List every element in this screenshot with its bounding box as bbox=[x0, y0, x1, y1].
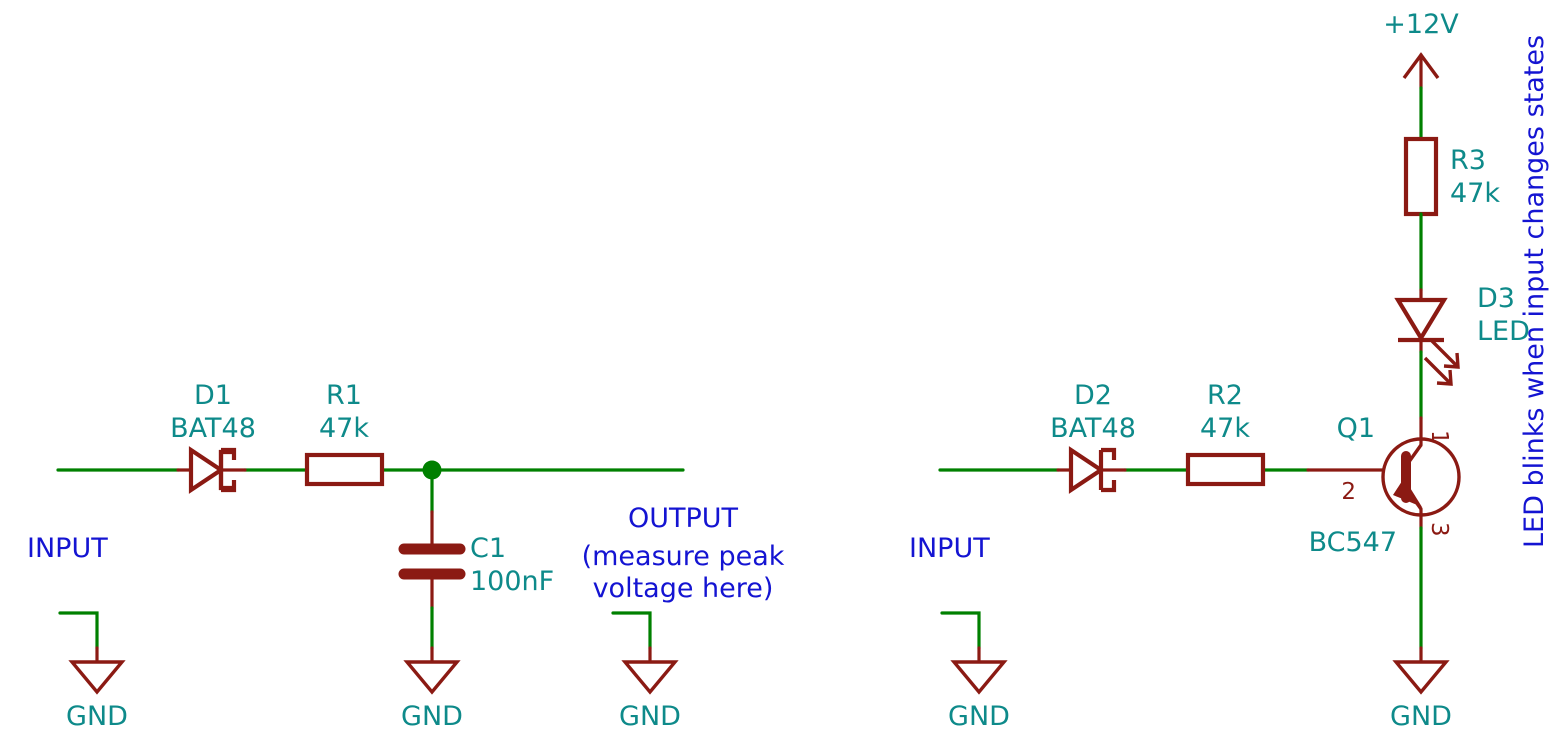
q1-emitter-arrow bbox=[1393, 478, 1422, 507]
d3-triangle bbox=[1394, 297, 1448, 343]
ground-symbol-right-input[interactable]: GND bbox=[940, 611, 1010, 732]
component-d1-schottky-diode[interactable]: D1 BAT48 bbox=[170, 380, 256, 494]
ground-symbol-left-output[interactable]: GND bbox=[611, 611, 681, 732]
gnd-left-output-label: GND bbox=[619, 701, 681, 732]
d3-arrow1-shaft bbox=[1430, 339, 1459, 368]
net-label-output: OUTPUT bbox=[628, 503, 739, 534]
ground-symbol-right-emitter[interactable]: GND bbox=[1390, 526, 1452, 732]
d3-value-label: LED bbox=[1477, 316, 1530, 347]
q1-ref-label: Q1 bbox=[1337, 413, 1375, 444]
q1-body-circle bbox=[1381, 437, 1461, 517]
r3-value-label: 47k bbox=[1450, 178, 1500, 209]
d2-hook-bottom bbox=[1101, 480, 1117, 493]
r3-ref-label: R3 bbox=[1450, 145, 1486, 176]
vertical-note-led-blinks: LED blinks when input changes states bbox=[1519, 35, 1550, 548]
gnd-right-input-label: GND bbox=[948, 701, 1010, 732]
d2-ref-label: D2 bbox=[1074, 380, 1112, 411]
gnd-left-input-label: GND bbox=[66, 701, 128, 732]
gnd-right-emitter-label: GND bbox=[1390, 701, 1452, 732]
d3-emission-arrows bbox=[1423, 339, 1460, 386]
component-q1-npn-transistor[interactable]: Q1 BC547 1 2 3 bbox=[1309, 413, 1461, 558]
d3-arrow1-head bbox=[1443, 352, 1460, 369]
gnd-left-cap-triangle bbox=[403, 660, 461, 695]
net-label-output-group: OUTPUT (measure peak voltage here) bbox=[582, 503, 785, 604]
r2-value-label: 47k bbox=[1200, 413, 1250, 444]
r2-body bbox=[1185, 452, 1266, 487]
output-note-line1: (measure peak bbox=[582, 541, 785, 572]
r1-body bbox=[304, 452, 385, 487]
gnd-left-output-triangle bbox=[621, 660, 679, 695]
gnd-left-cap-label: GND bbox=[401, 701, 463, 732]
ground-symbol-left-input[interactable]: GND bbox=[58, 611, 128, 732]
ground-symbol-left-capacitor[interactable]: GND bbox=[401, 606, 463, 732]
q1-pin3-number: 3 bbox=[1426, 522, 1452, 537]
component-d2-schottky-diode[interactable]: D2 BAT48 bbox=[1050, 380, 1136, 494]
r2-ref-label: R2 bbox=[1207, 380, 1243, 411]
q1-collector-lead bbox=[1404, 444, 1423, 467]
d2-value-label: BAT48 bbox=[1050, 413, 1136, 444]
left-circuit-peak-detector: D1 BAT48 R1 47k C1 100nF INPUT G bbox=[27, 380, 785, 732]
r3-body bbox=[1403, 136, 1439, 217]
component-r2-resistor[interactable]: R2 47k bbox=[1185, 380, 1266, 487]
d1-triangle bbox=[188, 446, 225, 494]
r1-ref-label: R1 bbox=[326, 380, 362, 411]
d3-arrow2-shaft bbox=[1423, 356, 1452, 385]
net-label-input-right: INPUT bbox=[909, 533, 990, 564]
d1-hook-bottom bbox=[221, 480, 237, 493]
power-12v-label: +12V bbox=[1383, 9, 1459, 40]
d2-triangle bbox=[1068, 446, 1105, 494]
component-d3-led[interactable]: D3 LED bbox=[1394, 283, 1530, 386]
r1-value-label: 47k bbox=[319, 413, 369, 444]
power-12v-arrow bbox=[1402, 52, 1440, 80]
component-r3-resistor[interactable]: R3 47k bbox=[1403, 136, 1500, 217]
d1-value-label: BAT48 bbox=[170, 413, 256, 444]
net-label-input-left: INPUT bbox=[27, 533, 108, 564]
component-r1-resistor[interactable]: R1 47k bbox=[304, 380, 385, 487]
q1-value-label: BC547 bbox=[1309, 527, 1397, 558]
right-circuit-led-indicator: D2 BAT48 R2 47k INPUT GND +12V R3 bbox=[909, 9, 1550, 732]
q1-pin1-number: 1 bbox=[1426, 430, 1452, 445]
d2-hook-top bbox=[1101, 447, 1117, 460]
d3-ref-label: D3 bbox=[1477, 283, 1515, 314]
d3-arrow2-head bbox=[1436, 369, 1453, 386]
d1-hook-top bbox=[221, 447, 237, 460]
gnd-left-input-triangle bbox=[68, 660, 126, 695]
gnd-left-output-stub bbox=[611, 611, 652, 650]
gnd-right-emitter-triangle bbox=[1392, 660, 1450, 695]
d1-ref-label: D1 bbox=[194, 380, 232, 411]
gnd-left-input-stub bbox=[58, 611, 99, 650]
output-note-line2: voltage here) bbox=[593, 573, 774, 604]
gnd-right-input-triangle bbox=[950, 660, 1008, 695]
c1-value-label: 100nF bbox=[470, 566, 554, 597]
q1-pin2-number: 2 bbox=[1341, 479, 1356, 505]
c1-ref-label: C1 bbox=[470, 533, 506, 564]
gnd-right-input-stub bbox=[940, 611, 981, 650]
power-symbol-12v[interactable]: +12V bbox=[1383, 9, 1459, 141]
component-c1-capacitor[interactable]: C1 100nF bbox=[398, 468, 554, 610]
